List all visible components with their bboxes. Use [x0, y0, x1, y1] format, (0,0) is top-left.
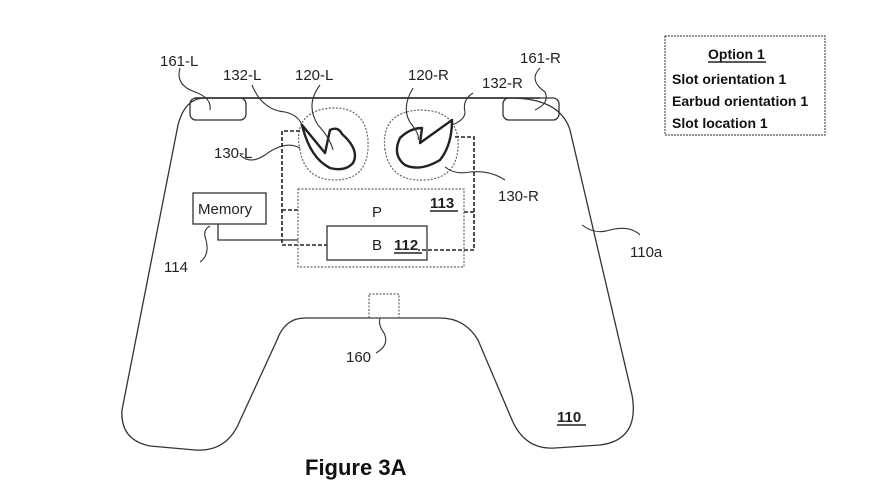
memory-label: Memory — [198, 201, 253, 218]
leader-120L — [311, 84, 334, 151]
earbud-left — [300, 123, 357, 171]
option-line-2: Earbud orientation 1 — [672, 93, 808, 109]
port — [368, 293, 400, 319]
label-160: 160 — [346, 349, 371, 366]
light-bar-left — [189, 97, 247, 121]
leader-120R — [405, 87, 419, 141]
slot-right-outline — [383, 109, 459, 181]
label-132L: 132-L — [223, 67, 261, 84]
leader-161L — [178, 67, 211, 111]
label-120R: 120-R — [408, 67, 449, 84]
processor-ref: 113 — [430, 195, 454, 212]
slot-left-outline — [298, 107, 369, 181]
battery-label: B — [372, 237, 382, 254]
leader-160 — [375, 317, 387, 354]
label-120L: 120-L — [295, 67, 333, 84]
leader-132L — [251, 84, 303, 126]
leader-130L — [239, 144, 301, 161]
memory-box — [192, 192, 267, 225]
option-box — [664, 35, 826, 136]
option-line-3: Slot location 1 — [672, 115, 768, 131]
leader-114 — [199, 225, 211, 263]
figure-title: Figure 3A — [305, 455, 407, 480]
wire-left — [281, 130, 327, 246]
leader-130R — [444, 166, 506, 181]
battery-box — [326, 225, 428, 261]
label-161R: 161-R — [520, 50, 561, 67]
wire-right — [418, 136, 475, 251]
label-130L: 130-L — [214, 145, 252, 162]
label-110a: 110a — [630, 244, 663, 261]
leader-132R — [451, 92, 474, 126]
battery-ref: 112 — [394, 237, 418, 254]
label-130R: 130-R — [498, 188, 539, 205]
option-heading: Option 1 — [708, 46, 765, 62]
option-line-1: Slot orientation 1 — [672, 71, 787, 87]
controller-body-outline — [121, 97, 634, 451]
label-132R: 132-R — [482, 75, 523, 92]
leader-110a — [581, 224, 641, 236]
memory-wire — [217, 224, 298, 241]
light-bar-right — [502, 97, 560, 121]
label-161L: 161-L — [160, 53, 198, 70]
label-114: 114 — [164, 259, 188, 276]
label-110: 110 — [557, 409, 581, 426]
processor-box — [297, 188, 465, 268]
leader-161R — [534, 67, 547, 111]
processor-label: P — [372, 204, 382, 221]
earbud-right — [395, 118, 454, 169]
